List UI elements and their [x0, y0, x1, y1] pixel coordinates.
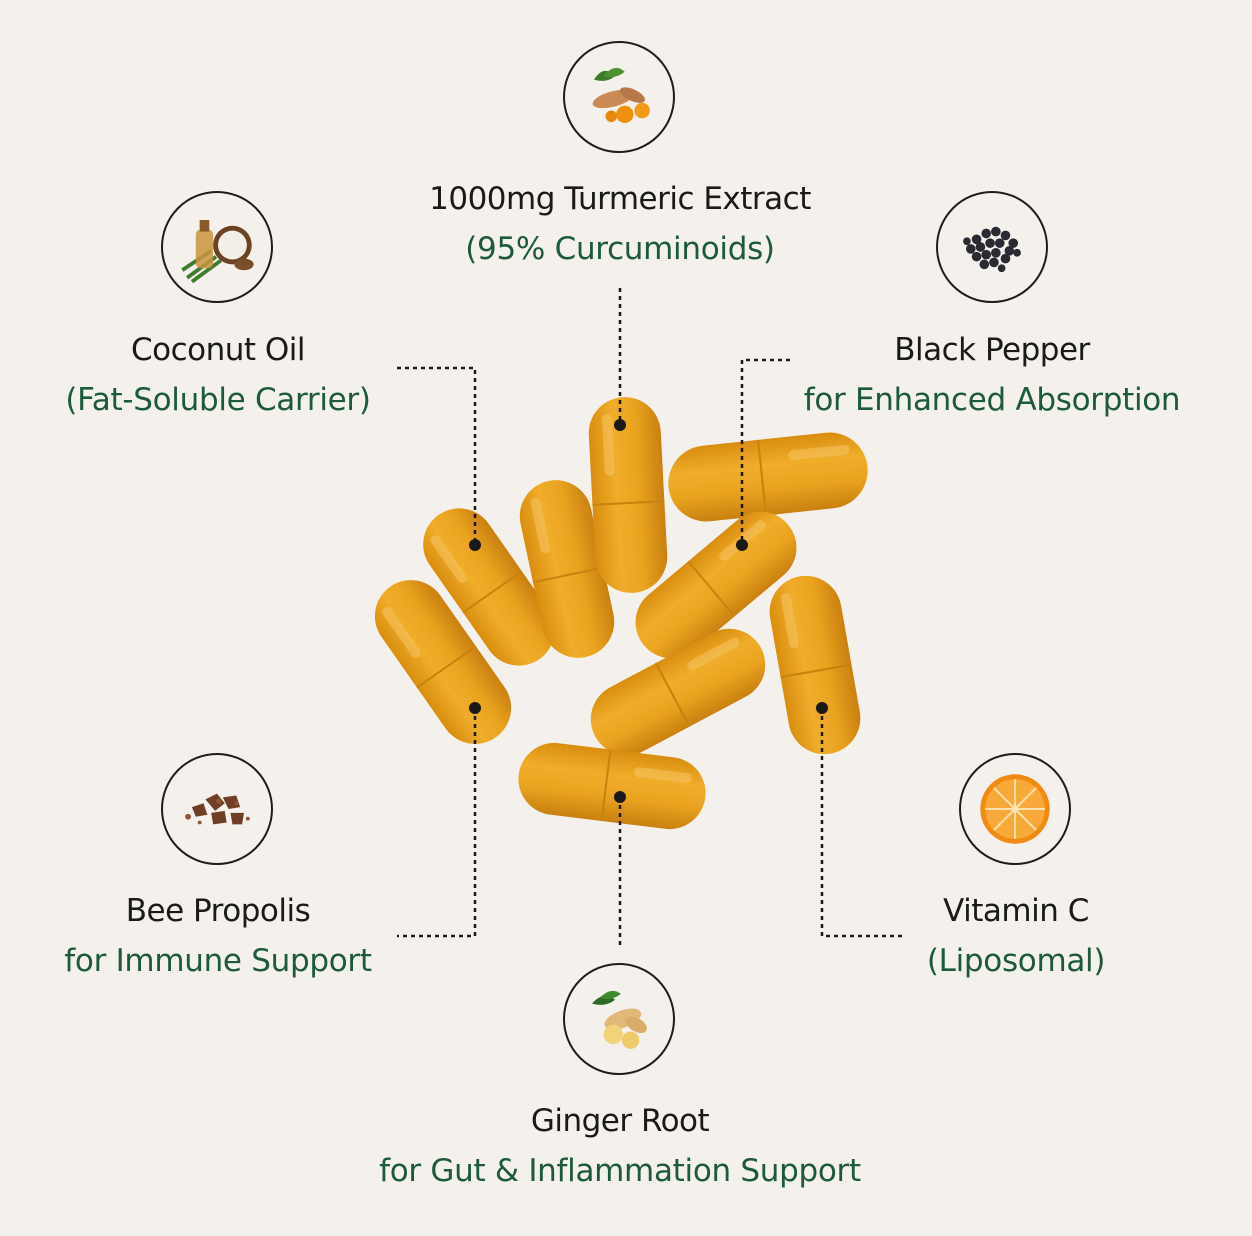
propolis-desc: for Immune Support [64, 943, 372, 979]
capsule [518, 742, 706, 830]
orange-icon [959, 753, 1071, 865]
ginger-icon [563, 963, 675, 1075]
capsule [668, 432, 868, 522]
vitaminc-name: Vitamin C [943, 893, 1089, 929]
bee-propolis-icon [161, 753, 273, 865]
capsule [423, 508, 555, 666]
pepper-name: Black Pepper [894, 332, 1090, 368]
ginger-label: Ginger Root for Gut & Inflammation Suppo… [379, 1096, 861, 1196]
coconut-desc: (Fat-Soluble Carrier) [65, 382, 371, 418]
coconut-name: Coconut Oil [130, 332, 306, 368]
connector-dots [469, 419, 828, 803]
propolis-label: Bee Propolis for Immune Support [64, 886, 372, 986]
turmeric-icon [563, 41, 675, 153]
pepper-label: Black Pepper for Enhanced Absorption [804, 325, 1181, 425]
capsule [590, 628, 766, 756]
ginger-desc: for Gut & Inflammation Support [379, 1153, 861, 1189]
pepper-desc: for Enhanced Absorption [803, 382, 1181, 418]
connector-lines [397, 288, 902, 946]
coconut-icon [161, 191, 273, 303]
vitaminc-desc: (Liposomal) [926, 943, 1106, 979]
capsule-group [374, 397, 868, 830]
black-pepper-icon [936, 191, 1048, 303]
turmeric-desc: (95% Curcuminoids) [465, 231, 775, 267]
coconut-label: Coconut Oil (Fat-Soluble Carrier) [65, 325, 371, 425]
vitaminc-label: Vitamin C (Liposomal) [926, 886, 1106, 986]
capsule [588, 397, 668, 593]
capsule [519, 480, 615, 658]
turmeric-label: 1000mg Turmeric Extract (95% Curcuminoid… [429, 174, 811, 274]
capsule [769, 575, 861, 755]
propolis-name: Bee Propolis [125, 893, 311, 929]
turmeric-name: 1000mg Turmeric Extract [429, 181, 811, 217]
ginger-name: Ginger Root [530, 1103, 710, 1139]
